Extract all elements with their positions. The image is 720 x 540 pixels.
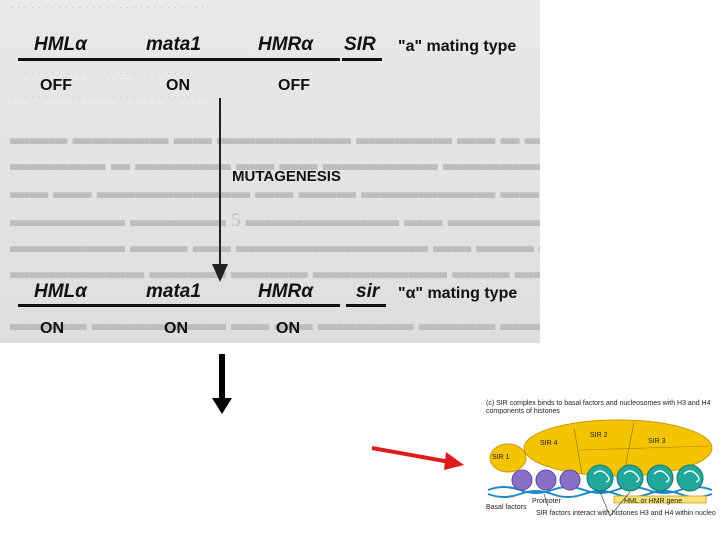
background-text: ▬▬▬ ▬▬▬▬▬ ▬▬ ▬▬▬▬▬▬▬ ▬▬▬▬▬ ▬▬ ▬ ▬▬▬▬ xyxy=(10,128,540,150)
label-hml-gene: HML or HMR gene xyxy=(624,498,682,505)
state-hmr-top: OFF xyxy=(278,77,310,95)
background-text: · · · · · · · · · · · · · · · · · · · · … xyxy=(10,2,540,14)
phenotype-label-bottom: "α" mating type xyxy=(398,285,517,303)
state-hml-top: OFF xyxy=(40,77,72,95)
state-mata1-top: ON xyxy=(166,77,190,95)
sir-line-top xyxy=(342,58,382,61)
background-text: ▬▬▬▬ ▬▬▬▬▬▬▬ ▬▬ ▬▬ ▬▬▬▬▬ ▬▬▬▬ ▬▬▬▬ ▬ xyxy=(10,314,540,336)
state-hml-bottom: ON xyxy=(40,320,64,338)
sir-complex-diagram: (c) SIR complex binds to basal factors a… xyxy=(484,398,716,538)
background-text: ▬▬▬▬▬▬ ▬▬▬ ▬▬ ▬▬▬▬▬▬▬▬▬▬ ▬▬ ▬▬▬ ▬▬▬▬ xyxy=(10,236,540,258)
sir-line-bottom xyxy=(346,304,386,307)
mutagenesis-label: MUTAGENESIS xyxy=(232,168,341,185)
label-sir4: SIR 4 xyxy=(540,440,558,447)
gene-mata1-bottom: mata1 xyxy=(146,281,201,303)
mutagenesis-arrow xyxy=(208,96,232,286)
label-interaction-note: SIR factors interact with histones H3 an… xyxy=(536,510,626,518)
background-text: · · · · · · · · · · · · · · · · · · · · … xyxy=(10,68,540,80)
phenotype-label-top: "a" mating type xyxy=(398,38,516,56)
chromosome-line-bottom xyxy=(18,304,340,307)
gene-hml-alpha: HMLα xyxy=(34,34,87,56)
chromosome-line-top xyxy=(18,58,340,61)
gene-sir: SIR xyxy=(344,34,376,56)
label-sir1: SIR 1 xyxy=(492,454,510,461)
gene-hml-alpha-bottom: HMLα xyxy=(34,281,87,303)
label-basal-factors: Basal factors xyxy=(486,504,516,512)
gene-hmr-alpha: HMRα xyxy=(258,34,313,56)
background-text: ▬▬ ▬▬ ▬▬▬▬▬▬▬▬ ▬▬ ▬▬▬ ▬▬▬▬▬▬▬ ▬▬ ▬▬▬ xyxy=(10,182,540,204)
black-down-arrow xyxy=(210,354,234,416)
label-sir2: SIR 2 xyxy=(590,432,608,439)
state-mata1-bottom: ON xyxy=(164,320,188,338)
gene-mata1: mata1 xyxy=(146,34,201,56)
label-promoter: Promoter xyxy=(532,498,561,505)
label-sir3: SIR 3 xyxy=(648,438,666,445)
red-arrow xyxy=(368,440,466,474)
scanned-figure: · · · · · · · · · · · · · · · · · · · · … xyxy=(0,0,540,343)
background-text: · · · · · · · · · · · · · · · · · · · · … xyxy=(10,92,540,104)
background-text: ▬▬▬▬▬▬ ▬▬▬▬▬ 5 ▬▬▬▬▬▬▬▬ ▬▬ ▬▬▬▬▬▬▬▬▬ xyxy=(10,210,540,232)
state-hmr-bottom: ON xyxy=(276,320,300,338)
gene-sir-mutant: sir xyxy=(356,281,379,303)
gene-hmr-alpha-bottom: HMRα xyxy=(258,281,313,303)
